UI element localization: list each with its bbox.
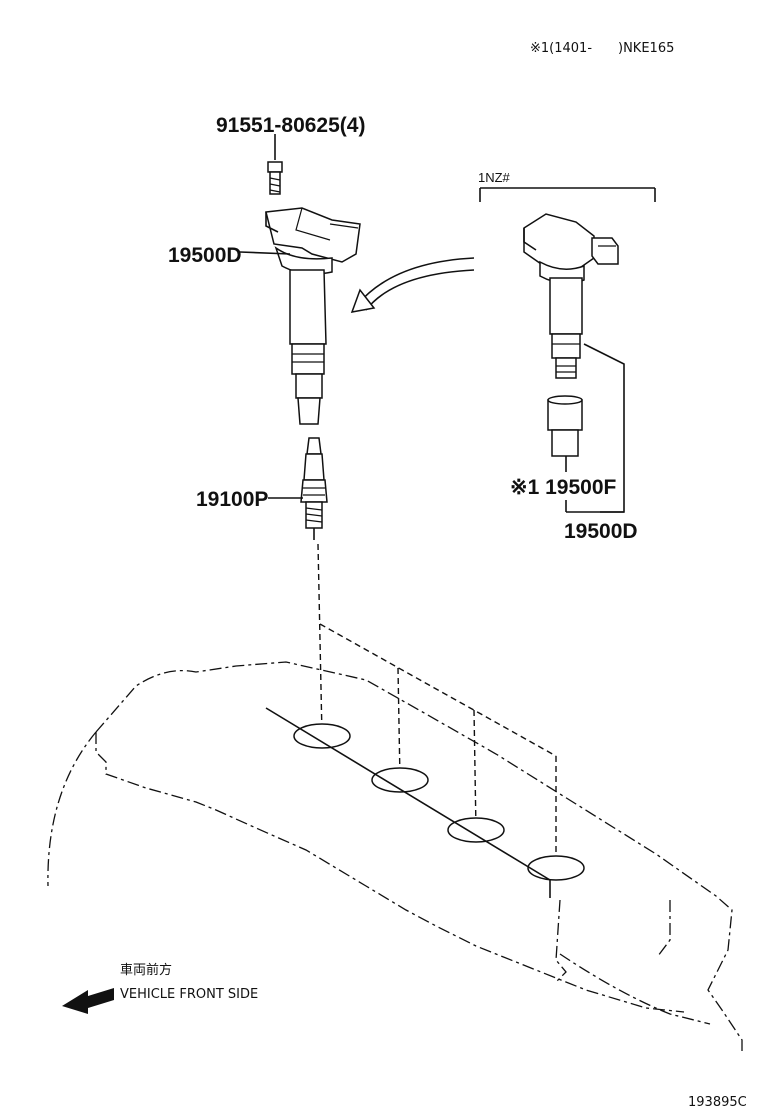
- direction-japanese: 車両前方: [120, 962, 172, 978]
- plug-holes: [265, 707, 585, 898]
- boot-part-number[interactable]: ※1 19500F: [510, 476, 617, 499]
- bolt-part[interactable]: [267, 134, 283, 195]
- ignition-coil-left[interactable]: [239, 207, 361, 425]
- installation-guides: [317, 543, 557, 866]
- engine-variant-label: 1NZ#: [478, 170, 511, 185]
- assembly-part-number[interactable]: 19500D: [564, 520, 638, 543]
- direction-english: VEHICLE FRONT SIDE: [120, 987, 258, 1002]
- coil-left-part-number[interactable]: 19500D: [168, 244, 242, 267]
- curved-arrow: [350, 257, 475, 313]
- variant-bracket: [479, 187, 656, 202]
- spark-plug-part-number[interactable]: 19100P: [196, 488, 268, 511]
- ignition-coil-right[interactable]: [523, 213, 619, 379]
- header-note: ※1(1401- )NKE165: [530, 41, 674, 56]
- front-direction-arrow: [62, 988, 114, 1014]
- assembly-bracket: [565, 343, 625, 513]
- bolt-part-number[interactable]: 91551-80625(4): [216, 114, 365, 137]
- spark-plug-part[interactable]: [268, 437, 328, 540]
- figure-id: 193895C: [688, 1095, 747, 1110]
- coil-boot-part[interactable]: [547, 395, 583, 472]
- engine-head: [47, 661, 743, 1054]
